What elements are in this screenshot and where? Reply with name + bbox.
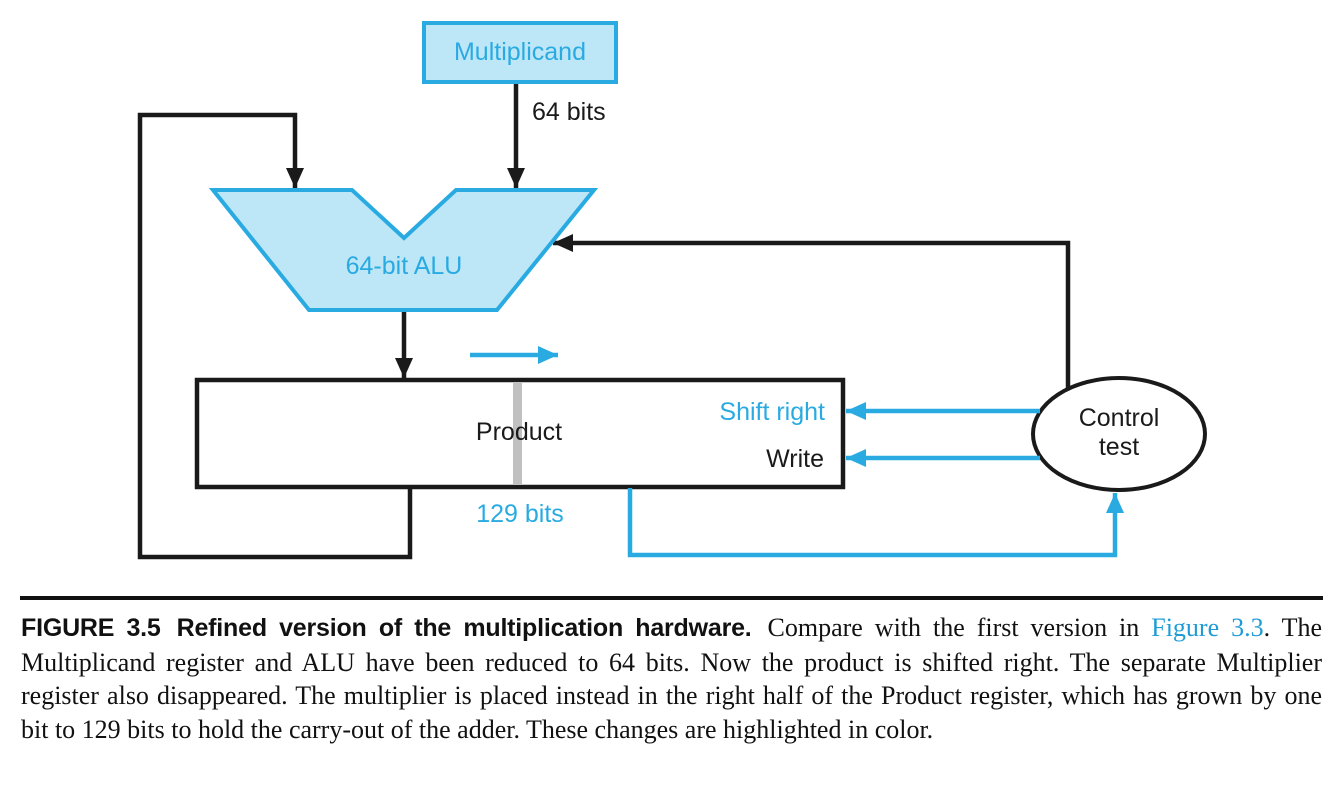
multiplicand-label: Multiplicand	[453, 38, 586, 66]
figure-3-3-link[interactable]: Figure 3.3	[1151, 613, 1264, 642]
control-test-label-line2: test	[1098, 433, 1140, 461]
product-bits-label: 129 bits	[476, 500, 564, 528]
figure-caption: FIGURE 3.5 Refined version of the multipl…	[21, 611, 1322, 746]
alu-label: 64-bit ALU	[345, 252, 463, 280]
caption-text-before-link: Compare with the first version in	[767, 613, 1152, 642]
figure-title: Refined version of the multiplication ha…	[176, 614, 752, 642]
caption-text-after-link: . The Multiplicand register and ALU have…	[21, 613, 1323, 744]
control-test-label: Control test	[1079, 404, 1160, 462]
product-to-alu-feedback-arrow	[137, 112, 413, 560]
product-halves-divider	[513, 383, 522, 484]
alu-shape	[208, 188, 599, 312]
caption-divider-rule	[20, 596, 1323, 600]
figure-number: FIGURE 3.5	[21, 614, 161, 642]
write-label: Write	[766, 445, 824, 473]
control-test-ellipse	[1031, 376, 1207, 492]
control-test-label-line1: Control	[1078, 404, 1160, 432]
multiplication-hardware-diagram	[137, 21, 1207, 560]
product-to-control-test-arrow	[627, 488, 1124, 558]
multiplicand-bits-label: 64 bits	[532, 98, 606, 126]
product-register-label: Product	[475, 418, 563, 446]
multiplicand-register-box	[422, 21, 618, 84]
shift-right-label: Shift right	[719, 398, 825, 426]
alu-right-input-arrow	[553, 234, 1071, 434]
